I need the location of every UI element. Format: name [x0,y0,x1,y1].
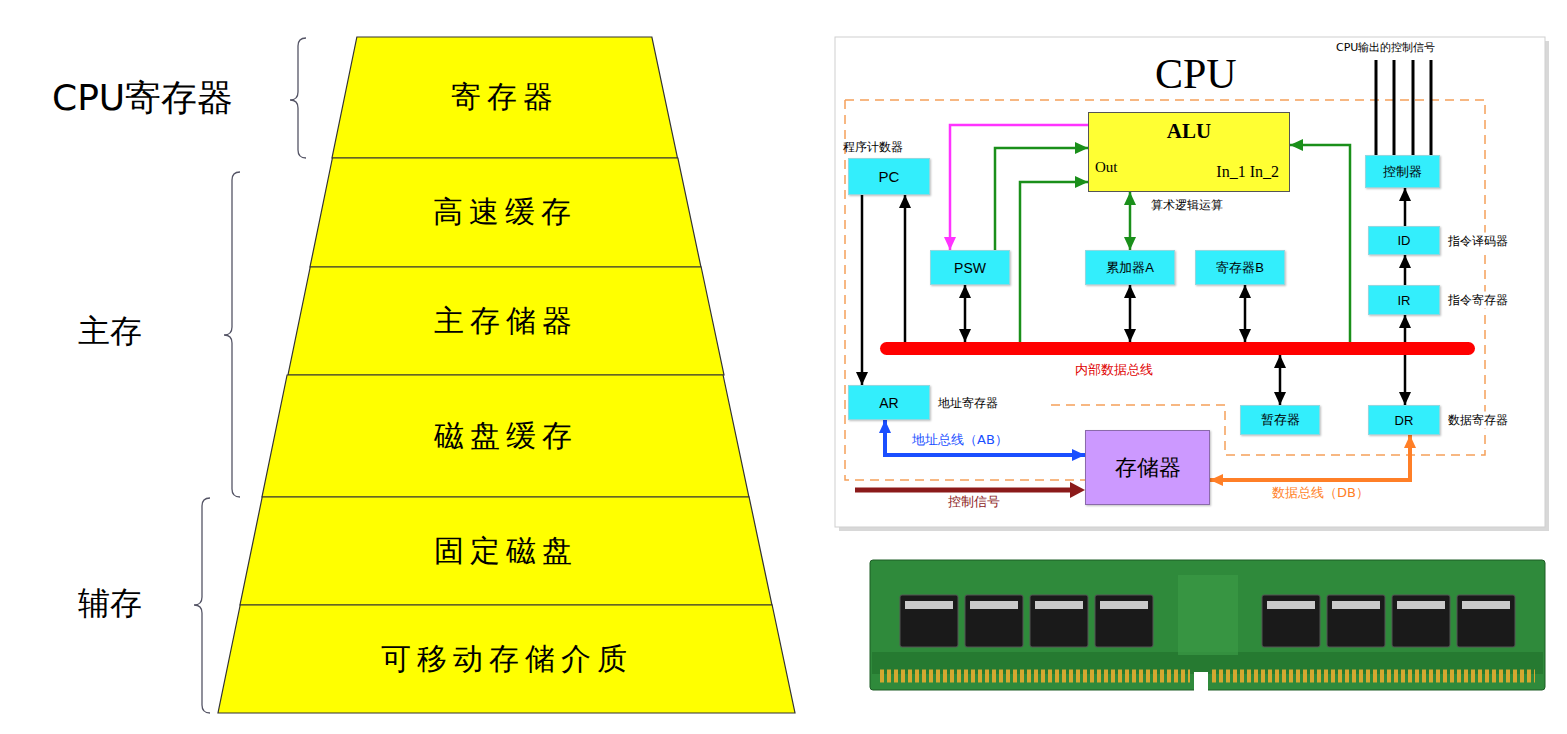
connector [1404,315,1407,405]
bracket [194,498,210,713]
bracket [290,38,306,158]
bracket [224,172,240,497]
connector [1404,188,1407,226]
connector [995,148,1088,250]
memory-tier-band: 高速缓存 [310,158,701,267]
node-caption: 算术逻辑运算 [1151,197,1223,214]
memory-tier-band: 可移动存储介质 [218,605,795,713]
register-box: DR数据寄存器 [1368,405,1440,435]
band-shape [332,37,677,158]
node-caption: In_1 In_2 [1216,163,1279,181]
band-shape [218,605,795,713]
memory-box: 存储器 [1085,430,1210,505]
register-box: AR地址寄存器 [848,385,930,420]
node-label: PSW [954,260,986,276]
data-bus: 内部数据总线 [880,342,1475,355]
text-label: CPU [1152,50,1240,98]
memory-tier-band: 寄存器 [332,37,677,158]
connector [1279,355,1282,405]
node-label: IR [1398,293,1411,308]
diagram-panel [835,37,1545,527]
control-signal-wire [855,488,1072,493]
connector [1290,145,1350,342]
connector [1129,192,1132,250]
text-label: CPU寄存器 [52,77,233,118]
register-box: PC程序计数器 [848,158,930,195]
band-shape [288,267,724,375]
node-label: 内部数据总线 [1075,361,1153,379]
node-caption: 地址寄存器 [937,394,999,411]
text-label: 主存 [78,313,142,350]
register-box: IR指令寄存器 [1368,285,1440,315]
node-caption: Out [1095,159,1118,176]
connector [885,420,1085,455]
node-label: DR [1395,413,1414,428]
tier-label: 寄存器 [451,77,559,118]
control-signal-lines [1376,60,1431,155]
band-shape [262,375,749,497]
node-label: 存储器 [1115,453,1181,483]
node-label: PC [879,168,900,185]
node-caption: 指令寄存器 [1447,292,1509,309]
tier-label: 固定磁盘 [434,531,578,572]
bus-label: 数据总线（DB） [1272,486,1369,501]
node-label: ALU [1089,119,1289,144]
alu-box: ALUOutIn_1 In_2算术逻辑运算 [1088,112,1290,192]
memory-tier-band: 主存储器 [288,267,724,375]
register-box: PSW [930,250,1010,285]
node-label: 累加器A [1106,259,1154,277]
node-label: 控制器 [1383,163,1422,181]
decoder-box: ID指令译码器 [1368,226,1440,255]
register-box: 寄存器B [1195,250,1285,285]
tier-label: 可移动存储介质 [381,639,633,680]
node-label: 寄存器B [1216,259,1264,277]
register-box: 暂存器 [1240,405,1320,435]
band-shape [240,497,772,605]
node-label: AR [879,395,898,411]
connector [964,285,967,342]
cpu-boundary [845,100,1485,480]
register-box: 累加器A [1085,250,1175,285]
node-caption: 数据寄存器 [1447,412,1509,429]
node-caption: 程序计数器 [843,139,903,156]
band-shape [310,158,701,267]
connector [1244,285,1247,342]
tier-label: 高速缓存 [433,192,577,233]
connector [861,195,864,385]
memory-tier-band: 磁盘缓存 [262,375,749,497]
connector [1129,285,1132,342]
controller-box: 控制器 [1365,155,1440,188]
memory-tier-band: 固定磁盘 [240,497,772,605]
bus-label: 地址总线（AB） [912,433,1008,448]
node-label: ID [1398,233,1411,248]
node-caption: 指令译码器 [1447,232,1509,249]
text-label: 辅存 [78,585,142,622]
memory-module-illustration [870,560,1545,691]
connector [904,195,907,342]
connector [1210,435,1410,480]
tier-label: 主存储器 [434,301,578,342]
tier-label: 磁盘缓存 [434,416,578,457]
connector [1404,255,1407,285]
arrowhead [1070,482,1085,498]
connector [1020,182,1088,342]
text-label: CPU输出的控制信号 [1336,42,1435,55]
node-label: 暂存器 [1261,411,1300,429]
text-label: 控制信号 [948,495,1000,510]
